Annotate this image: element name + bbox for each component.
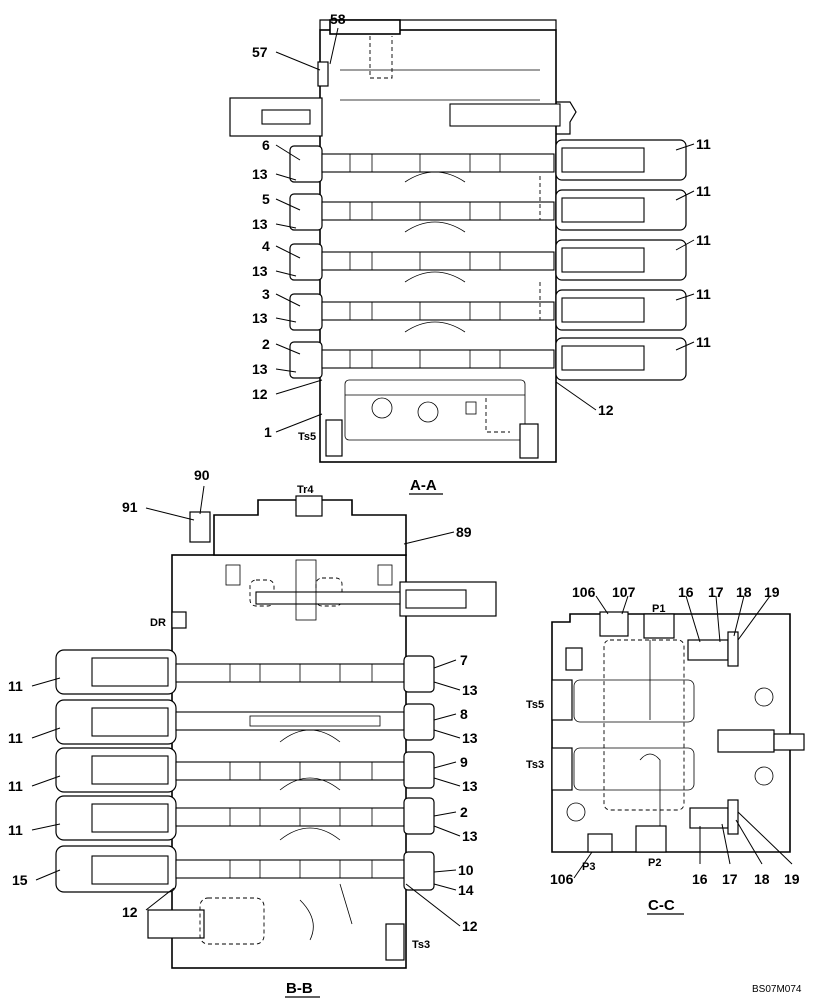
callout-12: 12 — [462, 918, 478, 934]
callout-15: 15 — [12, 872, 28, 888]
section-title-aa: A-A — [410, 477, 437, 494]
port-label-p3: P3 — [582, 861, 595, 873]
section-aa-drawing — [229, 19, 687, 463]
leader-lines — [31, 27, 793, 927]
callout-16: 16 — [678, 584, 694, 600]
callout-11: 11 — [696, 232, 711, 248]
port-label-dr: DR — [150, 617, 166, 629]
callout-13: 13 — [462, 682, 478, 698]
callout-13: 13 — [252, 216, 268, 232]
port-label-ts5-aa: Ts5 — [298, 431, 316, 443]
callout-10: 10 — [458, 862, 474, 878]
section-title-cc: C-C — [648, 897, 675, 914]
callout-8: 8 — [460, 706, 468, 722]
callout-2: 2 — [262, 336, 270, 352]
port-label-ts3-cc: Ts3 — [526, 759, 544, 771]
callout-91: 91 — [122, 499, 138, 515]
callout-2: 2 — [460, 804, 468, 820]
callout-107: 107 — [612, 584, 636, 600]
callout-1: 1 — [264, 424, 272, 440]
callout-4: 4 — [262, 238, 270, 254]
drawing-code: BS07M074 — [752, 984, 802, 995]
section-titles: A-A B-B C-C — [285, 477, 684, 998]
section-bb-drawing — [55, 495, 497, 969]
callout-11: 11 — [696, 136, 711, 152]
callout-11: 11 — [8, 822, 23, 838]
callout-3: 3 — [262, 286, 270, 302]
callout-11: 11 — [696, 334, 711, 350]
callout-14: 14 — [458, 882, 474, 898]
callout-19: 19 — [784, 871, 800, 887]
callout-90: 90 — [194, 467, 210, 483]
bb-spool-rows — [55, 649, 435, 893]
port-label-p2: P2 — [648, 857, 661, 869]
section-title-bb: B-B — [286, 980, 313, 997]
callout-7: 7 — [460, 652, 468, 668]
callout-12: 12 — [252, 386, 268, 402]
aa-spool-rows — [289, 139, 687, 381]
callout-12: 12 — [598, 402, 614, 418]
callout-11: 11 — [696, 183, 711, 199]
callout-11: 11 — [696, 286, 711, 302]
port-label-ts5-cc: Ts5 — [526, 699, 544, 711]
callout-11: 11 — [8, 678, 23, 694]
callout-13: 13 — [462, 778, 478, 794]
callout-16: 16 — [692, 871, 708, 887]
callout-12: 12 — [122, 904, 138, 920]
callout-19: 19 — [764, 584, 780, 600]
callout-58: 58 — [330, 11, 346, 27]
callout-5: 5 — [262, 191, 270, 207]
callout-18: 18 — [736, 584, 752, 600]
callouts-section-bb: 90 91 89 7 13 8 13 9 13 2 13 10 14 12 11… — [8, 467, 478, 934]
callout-13: 13 — [252, 310, 268, 326]
callouts-section-aa: 58 57 6 13 5 13 4 13 3 13 2 13 12 1 11 1… — [252, 11, 711, 440]
callout-57: 57 — [252, 44, 268, 60]
callout-13: 13 — [252, 263, 268, 279]
callout-106: 106 — [572, 584, 596, 600]
callout-89: 89 — [456, 524, 472, 540]
port-labels: Ts5 Tr4 DR Ts3 P1 Ts5 Ts3 P3 P2 — [150, 431, 665, 951]
callout-17: 17 — [722, 871, 738, 887]
callout-13: 13 — [462, 828, 478, 844]
callout-13: 13 — [252, 166, 268, 182]
callout-13: 13 — [252, 361, 268, 377]
section-cc-drawing — [551, 611, 805, 853]
port-label-tr4: Tr4 — [297, 484, 314, 496]
port-label-ts3-bb: Ts3 — [412, 939, 430, 951]
callout-13: 13 — [462, 730, 478, 746]
callout-18: 18 — [754, 871, 770, 887]
callout-106: 106 — [550, 871, 574, 887]
callout-11: 11 — [8, 730, 23, 746]
callout-6: 6 — [262, 137, 270, 153]
port-label-p1: P1 — [652, 603, 665, 615]
callout-11: 11 — [8, 778, 23, 794]
callout-17: 17 — [708, 584, 724, 600]
callout-9: 9 — [460, 754, 468, 770]
callouts-section-cc: 106 107 16 17 18 19 106 16 17 18 19 — [550, 584, 800, 887]
